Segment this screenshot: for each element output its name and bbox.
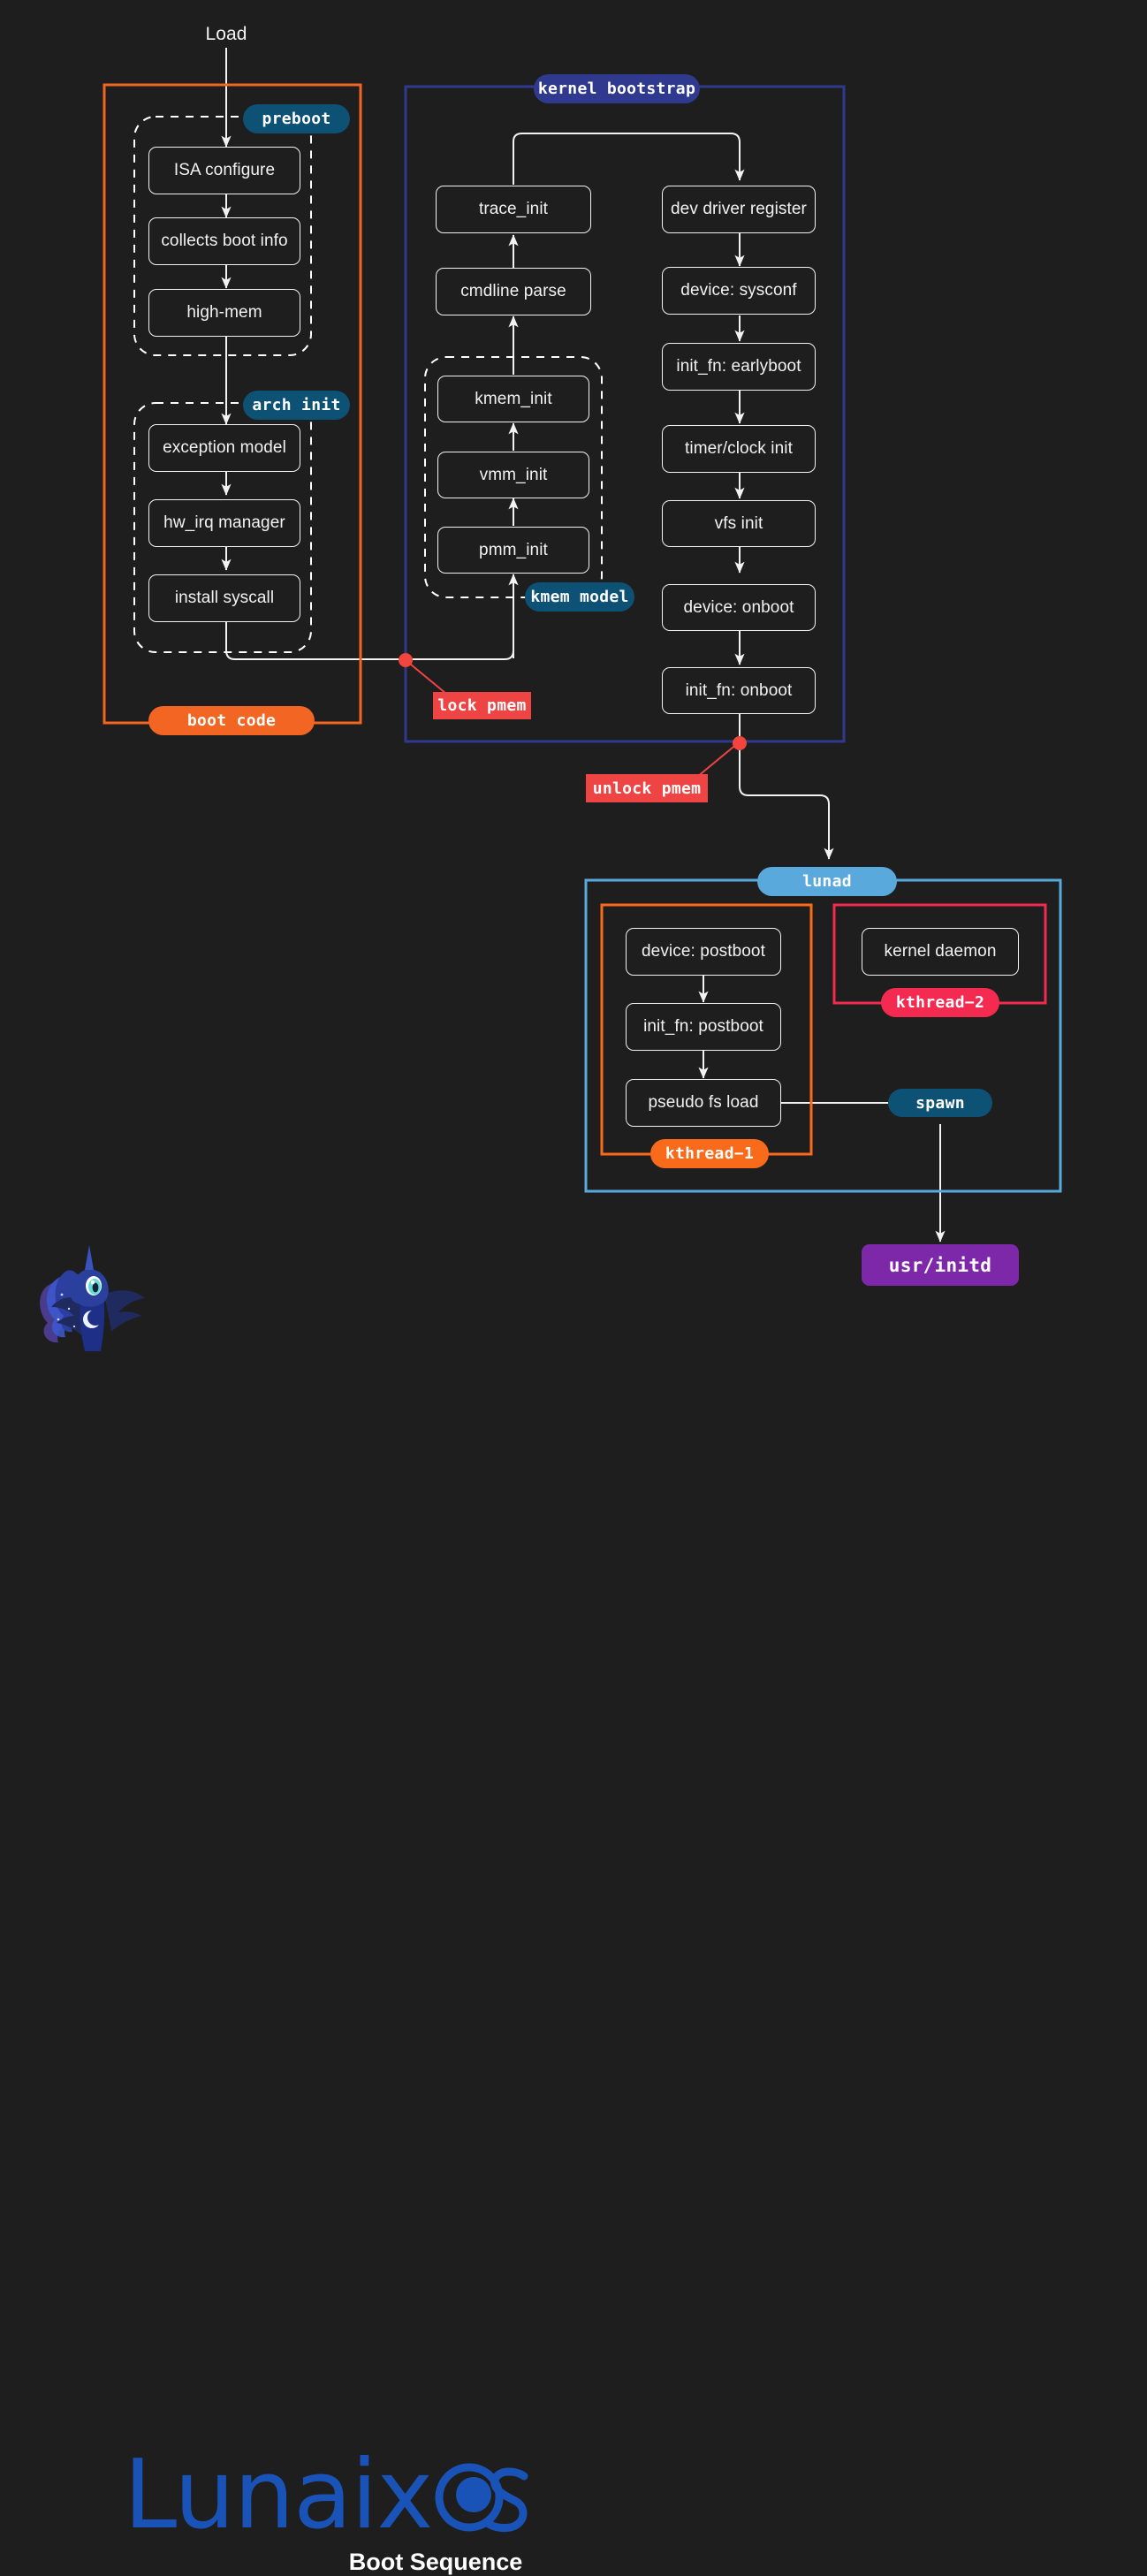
group-label-kthread-1: kthread−1 [650,1139,769,1168]
node-exception-model[interactable]: exception model [148,424,300,472]
node-collects-boot-info[interactable]: collects boot info [148,217,300,265]
boot-sequence-diagram: Load ISA configure collects boot info hi… [0,24,1062,2575]
group-label-kernel-bootstrap: kernel bootstrap [534,74,700,103]
node-cmdline-parse[interactable]: cmdline parse [436,268,591,315]
annotation-spawn: spawn [888,1089,992,1117]
luna-pony-logo-icon [40,1245,145,1351]
node-isa-configure[interactable]: ISA configure [148,147,300,194]
brand-wordmark-text: Lunaix [124,2440,433,2550]
annotation-lock-pmem: lock pmem [433,692,531,719]
node-device-sysconf[interactable]: device: sysconf [662,267,816,315]
node-kmem-init[interactable]: kmem_init [437,376,589,422]
node-init-fn-onboot[interactable]: init_fn: onboot [662,667,816,714]
lock-pmem-junction-dot [399,653,413,667]
group-label-arch-init: arch init [243,391,350,420]
node-dev-driver-register[interactable]: dev driver register [662,186,816,233]
group-label-kmem-model: kmem model [525,582,634,612]
node-usr-initd[interactable]: usr/initd [862,1244,1019,1286]
node-vmm-init[interactable]: vmm_init [437,452,589,498]
node-init-fn-postboot[interactable]: init_fn: postboot [626,1003,781,1051]
group-label-kthread-2: kthread−2 [881,988,999,1017]
node-timer-clock-init[interactable]: timer/clock init [662,425,816,473]
group-label-lunad: lunad [757,867,897,896]
node-kernel-daemon[interactable]: kernel daemon [862,928,1019,976]
annotation-unlock-pmem: unlock pmem [586,774,708,802]
node-trace-init[interactable]: trace_init [436,186,591,233]
node-vfs-init[interactable]: vfs init [662,500,816,547]
node-high-mem[interactable]: high-mem [148,289,300,337]
group-label-preboot: preboot [243,104,350,133]
brand-wordmark: Lunaix [124,2448,531,2543]
node-init-fn-earlyboot[interactable]: init_fn: earlyboot [662,343,816,391]
unlock-pmem-junction-dot [733,736,747,750]
page-title: Boot Sequence [348,2549,523,2575]
node-pseudo-fs-load[interactable]: pseudo fs load [626,1079,781,1127]
node-install-syscall[interactable]: install syscall [148,574,300,622]
group-label-boot-code: boot code [148,706,315,735]
os-moon-logo-icon [435,2463,528,2533]
brand-block: Lunaix Boot Sequence [0,1218,884,2575]
node-pmm-init[interactable]: pmm_init [437,527,589,574]
node-hw-irq-manager[interactable]: hw_irq manager [148,499,300,547]
entry-label: Load [205,24,247,44]
node-device-onboot[interactable]: device: onboot [662,584,816,631]
node-device-postboot[interactable]: device: postboot [626,928,781,976]
